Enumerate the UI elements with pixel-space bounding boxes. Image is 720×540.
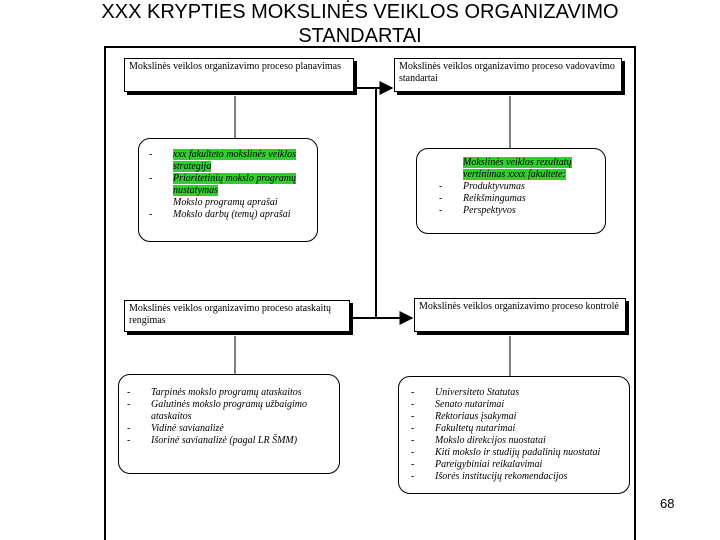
list-item: - Išorės institucijų rekomendacijos <box>411 471 625 483</box>
control-list-box: -Universiteto Statutas-Senato nutarimai-… <box>398 376 630 494</box>
list-item: - Mokslo darbų (temų) aprašai <box>149 209 311 221</box>
list-item-text: Mokslinės veiklos rezultatų vertinimas x… <box>463 157 572 180</box>
list-item: Mokslinės veiklos rezultatų vertinimas x… <box>439 157 599 181</box>
list-bullet-dash: - <box>411 387 415 398</box>
planning-list: - xxx fakulteto mokslinės veiklos strateg… <box>149 149 311 221</box>
list-item-text: Reikšmingumas <box>463 193 526 204</box>
list-bullet-dash: - <box>127 387 131 398</box>
list-item-text: Prioritetinių mokslo programų nustatymas <box>173 173 296 196</box>
list-item-text: Fakultetų nutarimai <box>435 423 516 434</box>
management-label: Mokslinės veiklos organizavimo proceso v… <box>399 61 615 84</box>
list-item-text: Mokslo programų aprašai <box>173 197 278 208</box>
control-box: Mokslinės veiklos organizavimo proceso k… <box>414 298 626 332</box>
management-list: Mokslinės veiklos rezultatų vertinimas x… <box>439 157 599 217</box>
list-item: - Fakultetų nutarimai <box>411 423 625 435</box>
list-bullet-dash: - <box>127 399 131 410</box>
reporting-box: Mokslinės veiklos organizavimo proceso a… <box>124 300 350 332</box>
list-item-text: Senato nutarimai <box>435 399 505 410</box>
list-bullet-dash <box>439 157 463 181</box>
list-item: - Universiteto Statutas <box>411 387 625 399</box>
list-item-text: Tarpinės mokslo programų ataskaitos <box>151 387 302 398</box>
control-list: -Universiteto Statutas-Senato nutarimai-… <box>411 387 625 483</box>
list-item-text: Pareigybiniai reikalavimai <box>435 459 543 470</box>
planning-list-box: - xxx fakulteto mokslinės veiklos strateg… <box>138 138 318 242</box>
list-item-text: Kiti mokslo ir studijų padalinių nuostat… <box>435 447 601 458</box>
list-bullet-dash: - <box>411 411 415 422</box>
list-bullet-dash: - <box>149 173 153 184</box>
list-item-text: Rektoriaus įsakymai <box>435 411 517 422</box>
list-bullet-dash: - <box>127 435 131 446</box>
reporting-label: Mokslinės veiklos organizavimo proceso a… <box>129 303 331 326</box>
list-item-text: Mokslo darbų (temų) aprašai <box>173 209 291 220</box>
list-bullet-dash: - <box>411 459 415 470</box>
list-item-text: Universiteto Statutas <box>435 387 520 398</box>
list-item: - Produktyvumas <box>439 181 599 193</box>
list-item-text: Išorės institucijų rekomendacijos <box>435 471 568 482</box>
list-item: - Pareigybiniai reikalavimai <box>411 459 625 471</box>
page-number: 68 <box>660 496 675 511</box>
list-bullet-dash: - <box>149 149 153 160</box>
list-item-text: Vidinė savianalizė <box>151 423 224 434</box>
planning-label: Mokslinės veiklos organizavimo proceso p… <box>129 61 341 72</box>
list-item: - Išorinė savianalizė (pagal LR ŠMM) <box>127 435 333 447</box>
list-bullet-dash: - <box>439 205 443 216</box>
list-bullet-dash: - <box>411 471 415 482</box>
list-item-text: xxx fakulteto mokslinės veiklos strategi… <box>173 149 297 172</box>
list-item-text: Galutinės mokslo programų užbaigimo atas… <box>151 399 308 422</box>
list-bullet-dash: - <box>411 447 415 458</box>
slide-title: XXX KRYPTIES MOKSLINĖS VEIKLOS ORGANIZAV… <box>101 1 619 47</box>
list-bullet-dash <box>149 197 173 209</box>
list-item: - Senato nutarimai <box>411 399 625 411</box>
list-item: - Vidinė savianalizė <box>127 423 333 435</box>
list-bullet-dash: - <box>149 209 153 220</box>
list-item: - Perspektyvos <box>439 205 599 217</box>
list-item: Mokslo programų aprašai <box>149 197 311 209</box>
reporting-list-box: - Tarpinės mokslo programų ataskaitos - Gal… <box>118 374 340 474</box>
list-item: - Tarpinės mokslo programų ataskaitos <box>127 387 333 399</box>
management-box: Mokslinės veiklos organizavimo proceso v… <box>394 58 622 92</box>
list-item: - Reikšmingumas <box>439 193 599 205</box>
list-item-text: Perspektyvos <box>463 205 516 216</box>
management-list-box: Mokslinės veiklos rezultatų vertinimas x… <box>416 148 606 234</box>
list-item-text: Išorinė savianalizė (pagal LR ŠMM) <box>151 435 298 446</box>
list-item: - xxx fakulteto mokslinės veiklos strateg… <box>149 149 311 173</box>
planning-box: Mokslinės veiklos organizavimo proceso p… <box>124 58 354 92</box>
list-item: - Mokslo direkcijos nuostatai <box>411 435 625 447</box>
list-item: - Prioritetinių mokslo programų nustatyma… <box>149 173 311 197</box>
list-item: - Kiti mokslo ir studijų padalinių nuosta… <box>411 447 625 459</box>
list-bullet-dash: - <box>439 193 443 204</box>
control-label: Mokslinės veiklos organizavimo proceso k… <box>419 301 619 312</box>
list-bullet-dash: - <box>439 181 443 192</box>
list-item-text: Produktyvumas <box>463 181 525 192</box>
list-item-text: Mokslo direkcijos nuostatai <box>435 435 546 446</box>
list-bullet-dash: - <box>127 423 131 434</box>
list-bullet-dash: - <box>411 423 415 434</box>
list-bullet-dash: - <box>411 399 415 410</box>
reporting-list: - Tarpinės mokslo programų ataskaitos - Gal… <box>127 387 333 447</box>
list-item: - Galutinės mokslo programų užbaigimo ata… <box>127 399 333 423</box>
diagram-frame <box>104 46 636 540</box>
list-bullet-dash: - <box>411 435 415 446</box>
list-item: - Rektoriaus įsakymai <box>411 411 625 423</box>
